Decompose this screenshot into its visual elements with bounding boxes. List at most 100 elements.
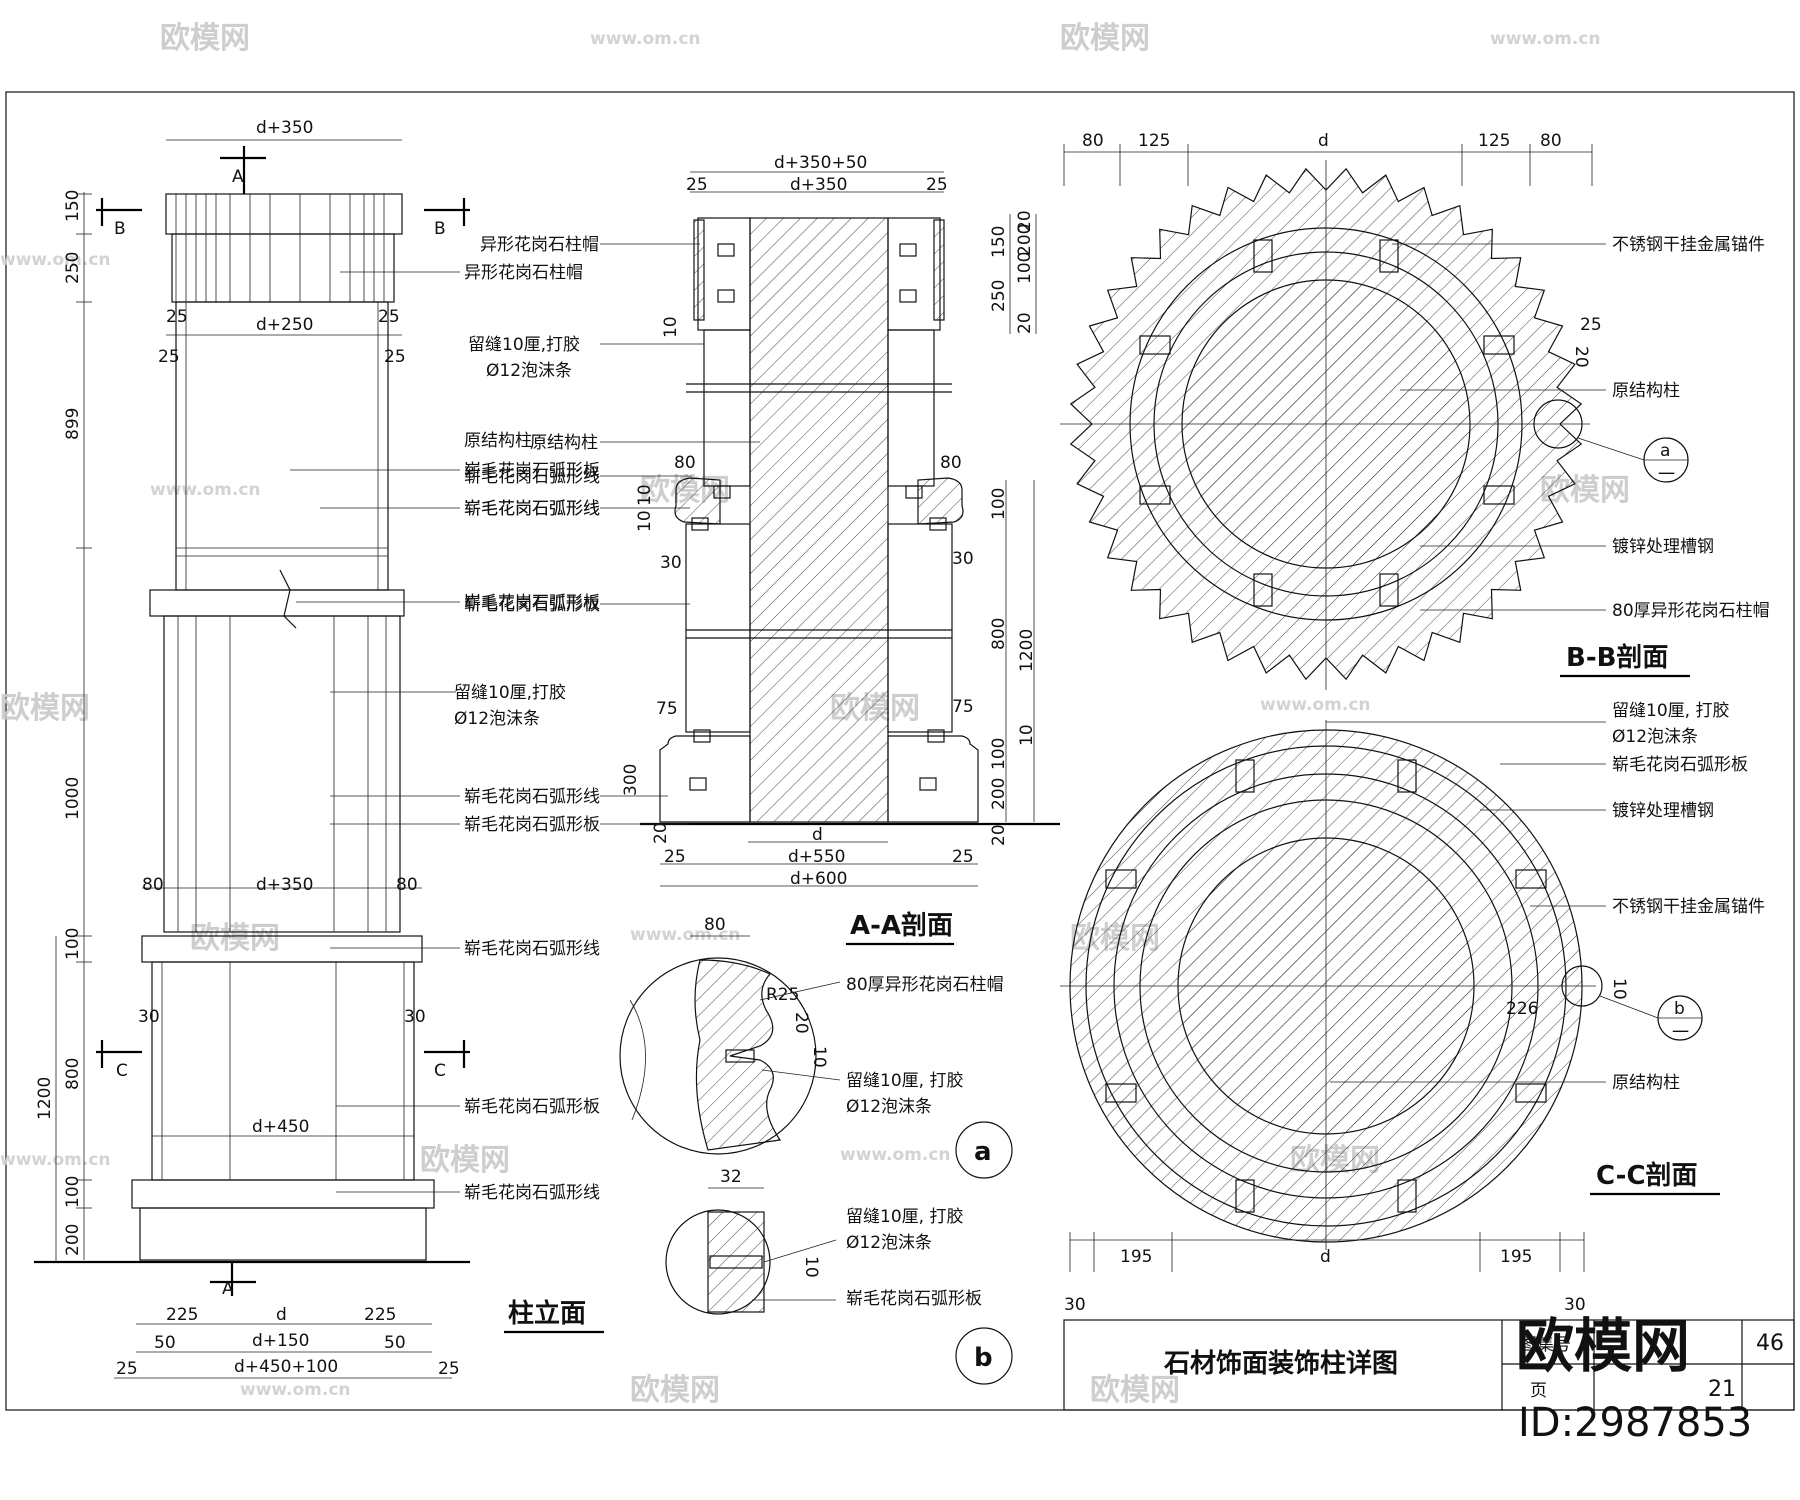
aa-upper-shaft-left <box>703 329 751 487</box>
aa-dim-t25-left: 25 <box>686 175 708 195</box>
dim-h800: 800 <box>63 1058 83 1090</box>
svg-text:A: A <box>222 1279 234 1299</box>
section-aa: d+350+50 d+350 25 25 20 150 250 100 200 … <box>464 153 1060 946</box>
watermark-brand: 欧模网 <box>630 1373 720 1408</box>
aa-dim-l10a: 10 <box>635 484 655 506</box>
bb-label-column: 原结构柱 <box>1612 381 1680 401</box>
aa-dim-r100c: 100 <box>989 738 1009 770</box>
bb-callout-a: a 一 <box>1577 437 1689 485</box>
dim-base-width: d+450 <box>252 1117 309 1137</box>
title-block: 石材饰面装饰柱详图 图集号 页 46 21 <box>1063 1319 1795 1411</box>
aa-dim-r100: 100 <box>1015 252 1035 284</box>
elevation-title: 柱立面 <box>508 1298 586 1329</box>
dim-h250: 250 <box>63 252 83 284</box>
bb-anchors <box>1139 239 1515 607</box>
drawing-no-label: 图集号 <box>1520 1335 1571 1355</box>
dim-h200: 200 <box>63 1224 83 1256</box>
dim-top-width: d+350 <box>256 118 313 138</box>
page-number: 21 <box>1708 1377 1736 1402</box>
label-arc-line-4: 崭毛花岗石弧形线 <box>464 1183 600 1203</box>
aa-dim-top-inner: d+350 <box>790 175 847 195</box>
watermark-url: www.om.cn <box>840 1145 951 1165</box>
label-foam-1: Ø12泡沫条 <box>454 709 540 729</box>
drawing-title: 石材饰面装饰柱详图 <box>1163 1348 1398 1379</box>
dim-mid-80-right: 80 <box>396 875 418 895</box>
cc-label-channel: 镀锌处理槽钢 <box>1612 801 1714 821</box>
detail-a-dim-10: 10 <box>809 1046 829 1068</box>
aa-dim-l30-left: 30 <box>660 553 682 573</box>
cc-dim-d: d <box>1320 1247 1331 1267</box>
section-bb: 80 125 d 125 80 25 20 a 一 不锈钢干挂金属锚件 原结构柱… <box>1060 131 1770 690</box>
elevation-cap-bottom <box>171 233 395 303</box>
cc-label-foam: Ø12泡沫条 <box>1612 727 1698 747</box>
section-marker-c-left: C <box>96 1040 142 1081</box>
dim-h100b: 100 <box>63 1176 83 1208</box>
dim-h100a: 100 <box>63 928 83 960</box>
watermark-url: www.om.cn <box>0 250 111 270</box>
section-marker-a-bottom: A <box>210 1262 256 1299</box>
aa-dim-r150: 150 <box>989 226 1009 258</box>
bb-dim-125-left: 125 <box>1138 131 1170 151</box>
cc-callout-b: b 一 <box>1599 995 1703 1043</box>
aa-dim-l80-left: 80 <box>674 453 696 473</box>
aa-label-line2: 崭毛花岗石弧形线 <box>464 499 600 519</box>
watermark-url: www.om.cn <box>0 1150 111 1170</box>
aa-dim-bot-25-right: 25 <box>952 847 974 867</box>
cc-dim-10: 10 <box>1609 978 1629 1000</box>
dim-bot-25-left: 25 <box>116 1359 138 1379</box>
brand-overlay-name: 欧模网 <box>1516 1312 1690 1380</box>
bb-dim-25: 25 <box>1580 315 1602 335</box>
aa-dim-r1200: 1200 <box>1017 629 1037 672</box>
label-arc-line-2: 崭毛花岗石弧形线 <box>464 787 600 807</box>
aa-band-left <box>674 477 721 525</box>
elevation-mid-band <box>141 935 423 963</box>
cc-label-gap: 留缝10厘, 打胶 <box>1612 701 1729 721</box>
bb-title: B-B剖面 <box>1566 642 1668 673</box>
cc-dim-226: 226 <box>1506 999 1538 1019</box>
label-arc-board-1: 崭毛花岗石弧形板 <box>464 461 600 481</box>
cc-dim-195-right: 195 <box>1500 1247 1532 1267</box>
watermark-url: www.om.cn <box>150 480 261 500</box>
aa-label-line1: 崭毛花岗石弧形线 <box>464 467 600 487</box>
aa-dim-bot-25-left: 25 <box>664 847 686 867</box>
svg-text:C: C <box>434 1061 446 1081</box>
detail-a: 80 R25 20 10 80厚异形花岗石柱帽 留缝10厘, 打胶 Ø12泡沫条… <box>619 915 1013 1179</box>
aa-dim-r200b: 200 <box>989 778 1009 810</box>
detail-a-tag: a <box>974 1137 992 1167</box>
dim-h1000: 1000 <box>63 777 83 820</box>
cc-dim-30-left: 30 <box>1064 1295 1086 1315</box>
aa-dim-bot-d600: d+600 <box>790 869 847 889</box>
svg-text:b: b <box>1674 999 1685 1019</box>
label-gap-1: 留缝10厘,打胶 <box>454 683 566 703</box>
aa-dim-r20c: 20 <box>989 824 1009 846</box>
detail-a-label-cap: 80厚异形花岗石柱帽 <box>846 975 1004 995</box>
aa-dim-t25-right: 25 <box>926 175 948 195</box>
cc-label-board: 崭毛花岗石弧形板 <box>1612 755 1748 775</box>
aa-dim-r20b: 20 <box>1015 312 1035 334</box>
dim-base-30-left: 30 <box>138 1007 160 1027</box>
watermark-brand: 欧模网 <box>1060 21 1150 56</box>
svg-text:A: A <box>232 167 244 187</box>
dim-mid-80-left: 80 <box>142 875 164 895</box>
dim-cap-25-left: 25 <box>166 307 188 327</box>
elevation-base-shaft <box>151 961 415 1181</box>
watermark-brand: 欧模网 <box>160 21 250 56</box>
label-cap: 异形花岗石柱帽 <box>464 263 583 283</box>
aa-lower-shaft-left <box>685 523 751 733</box>
elevation-plinth <box>139 1207 427 1261</box>
aa-cap-right <box>887 217 941 331</box>
watermark-url: www.om.cn <box>1260 695 1371 715</box>
watermark-brand: 欧模网 <box>0 691 90 726</box>
dim-shaft-width: d+250 <box>256 315 313 335</box>
brand-overlay: 欧模网 ID:2987853 <box>1516 1312 1752 1446</box>
dim-bot-50-left: 50 <box>154 1333 176 1353</box>
dim-h150: 150 <box>63 190 83 222</box>
detail-a-dim-20: 20 <box>791 1012 811 1034</box>
aa-dim-r250: 250 <box>989 280 1009 312</box>
detail-b: 32 10 留缝10厘, 打胶 Ø12泡沫条 崭毛花岗石弧形板 b <box>665 1167 1013 1385</box>
aa-label-cap: 异形花岗石柱帽 <box>480 235 599 255</box>
svg-text:a: a <box>1660 441 1670 461</box>
dim-bot-25-right: 25 <box>438 1359 460 1379</box>
detail-b-dim-10: 10 <box>801 1256 821 1278</box>
bb-dim-80-right: 80 <box>1540 131 1562 151</box>
